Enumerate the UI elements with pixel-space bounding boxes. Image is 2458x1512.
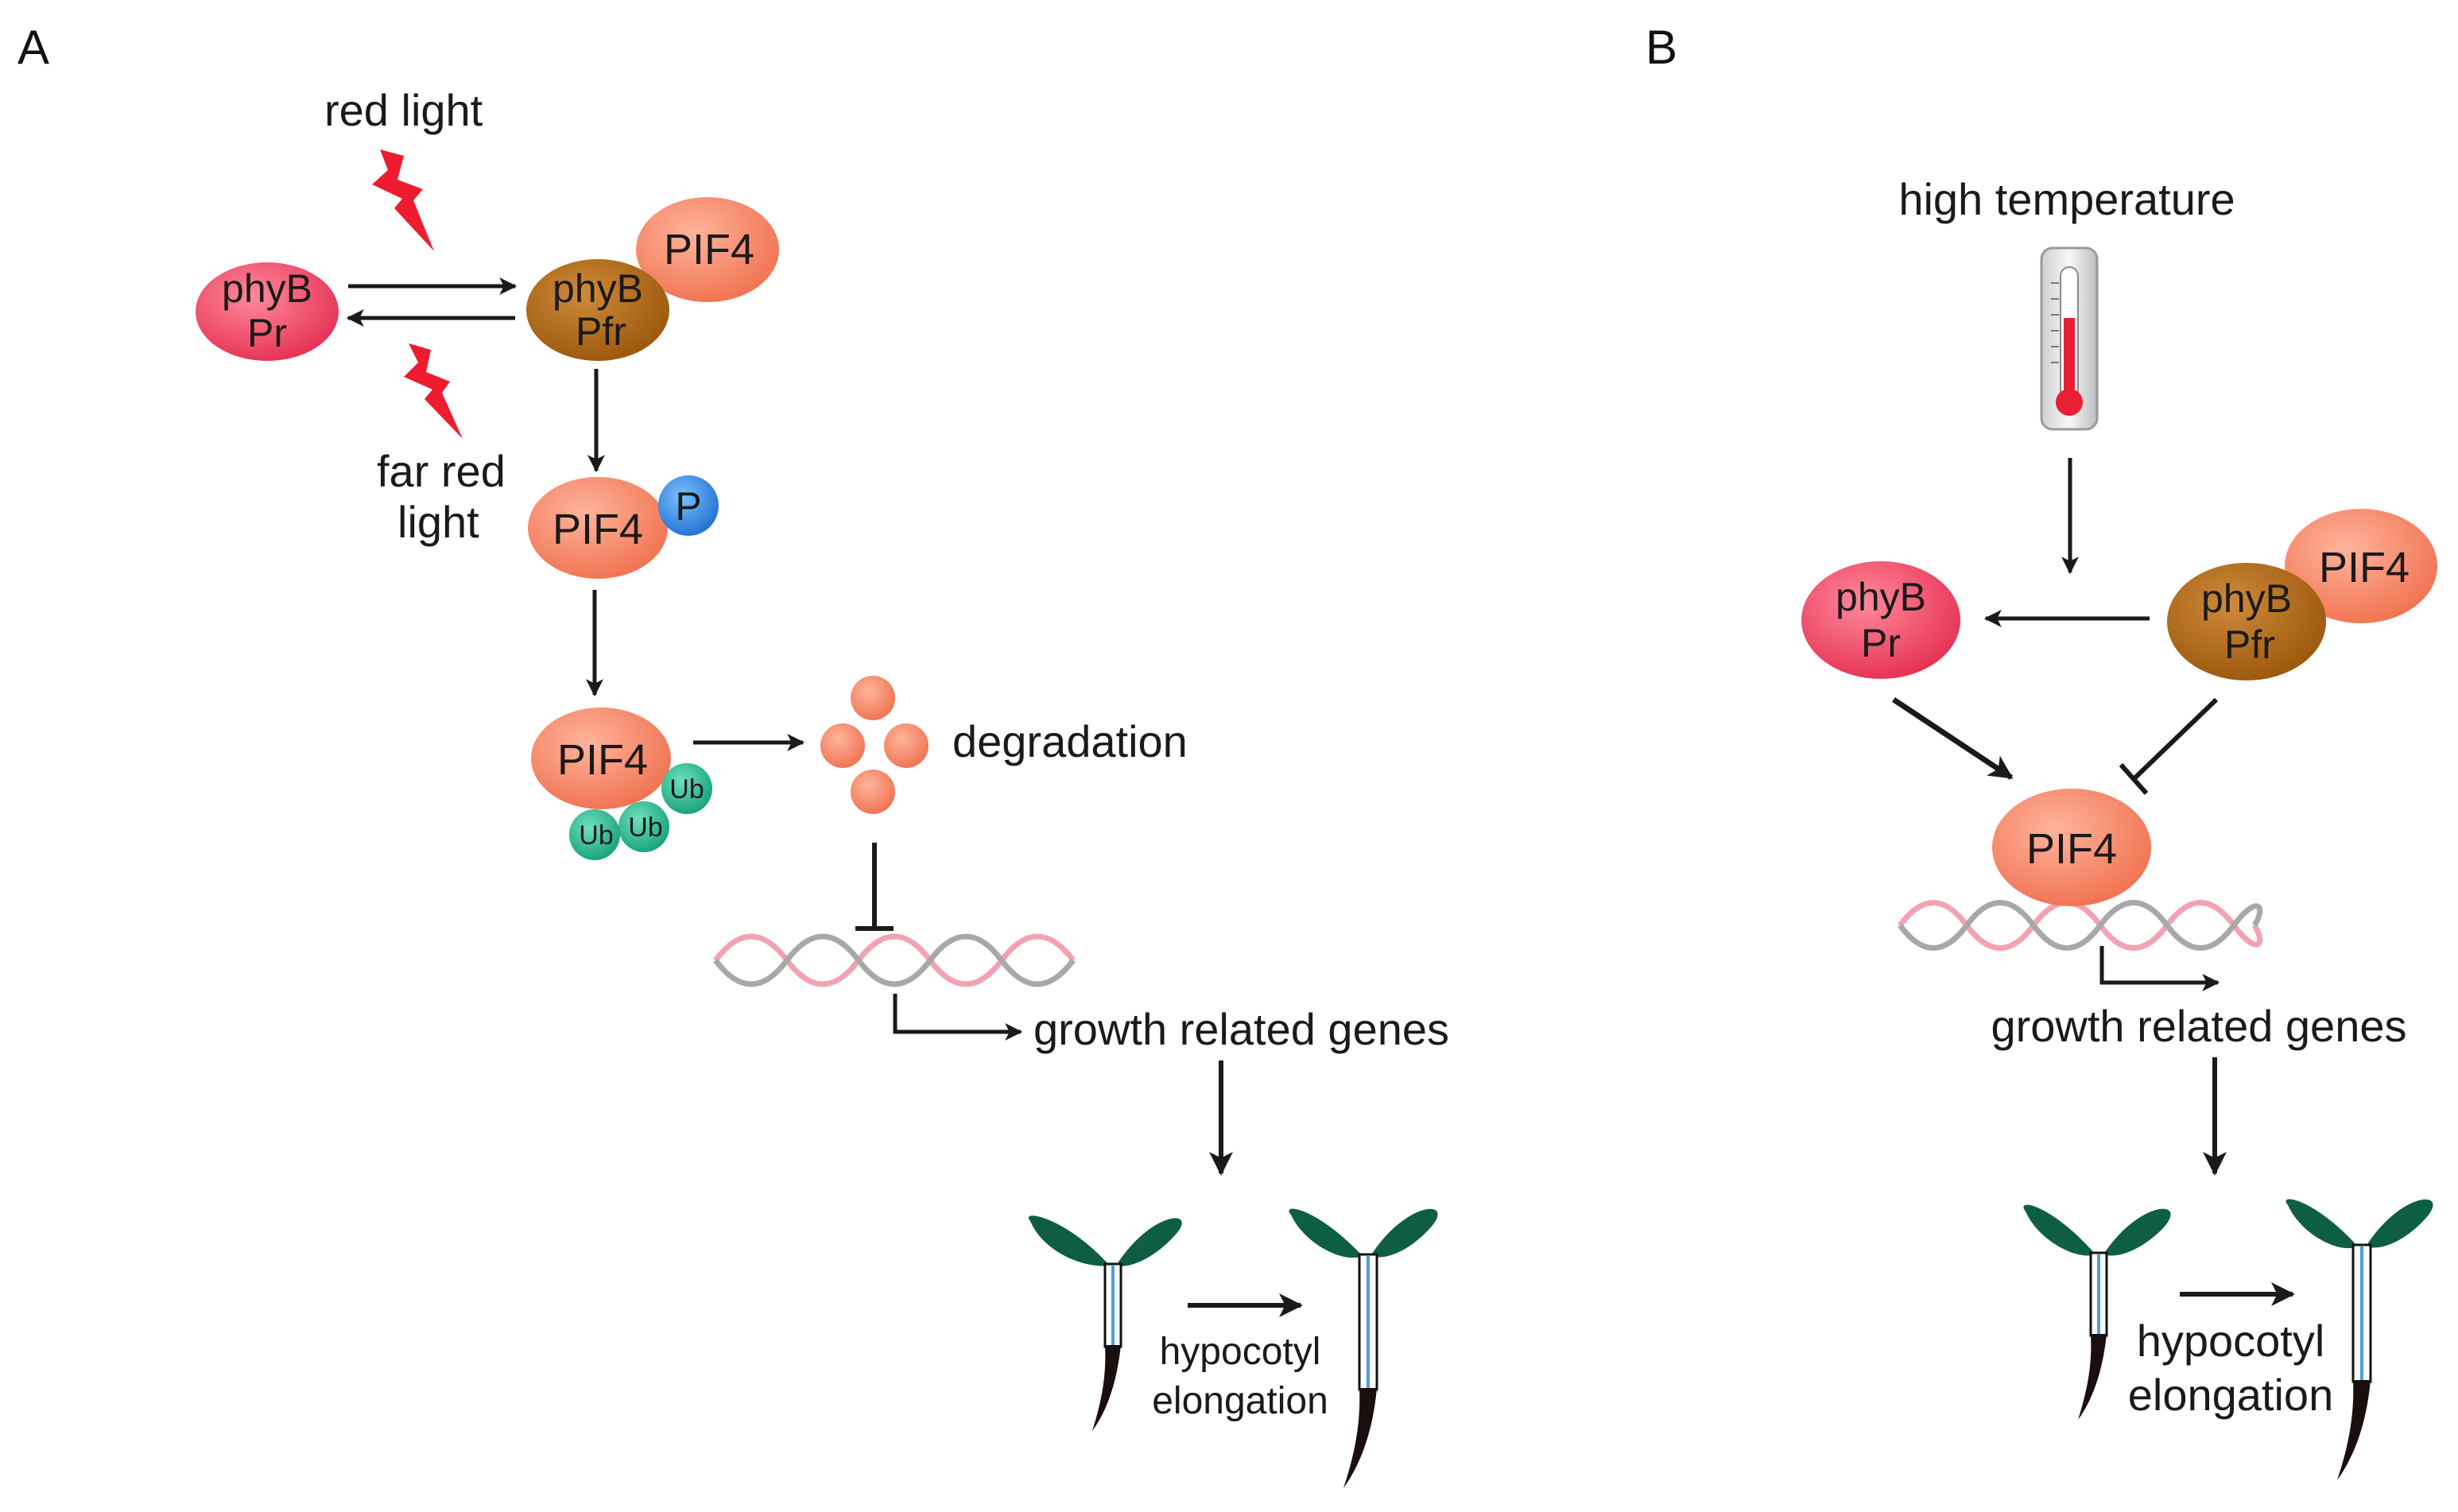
seedling-icon — [1289, 1208, 1438, 1488]
pfr-inhibits-pif4-line — [2119, 697, 2219, 795]
inhibition-line — [855, 843, 894, 931]
elongation-label: elongation — [2128, 1370, 2333, 1420]
elongation-label: elongation — [1152, 1380, 1328, 1422]
phyb-pfr-state: Pfr — [576, 309, 626, 354]
seedling-icon — [2023, 1204, 2171, 1420]
ubiquitin-label: Ub — [628, 812, 662, 843]
hypocotyl-label: hypocotyl — [2137, 1316, 2325, 1366]
ubiquitin-label: Ub — [579, 820, 613, 851]
pif4-label: PIF4 — [552, 506, 643, 553]
pif4-label: PIF4 — [2026, 825, 2117, 873]
high-temperature-label: high temperature — [1898, 174, 2235, 224]
dna-helix-icon — [1898, 900, 2263, 951]
phyb-pr-label: phyB — [222, 266, 312, 311]
seedling-icon — [1028, 1215, 1182, 1431]
phyb-pfr-node: phyB Pfr — [2167, 563, 2326, 680]
degradation-label: degradation — [952, 716, 1188, 766]
phyb-pfr-node: phyB Pfr — [526, 259, 669, 361]
lightning-bolt-icon — [372, 149, 434, 251]
pif4-ubiquitinated-node: PIF4 Ub Ub Ub — [531, 708, 712, 860]
growth-related-genes-label: growth related genes — [1033, 1004, 1449, 1054]
phyb-pr-node: phyB Pr — [1801, 561, 1960, 679]
pif4-label: PIF4 — [557, 736, 648, 784]
phyb-pfr-label: phyB — [552, 266, 643, 311]
phyb-pr-node: phyB Pr — [196, 262, 339, 361]
pif4-bound-node: PIF4 — [636, 197, 779, 302]
lightning-bolt-icon — [404, 343, 463, 439]
hypocotyl-label: hypocotyl — [1160, 1331, 1321, 1373]
far-red-light-label-line2: light — [397, 497, 479, 547]
thermometer-icon — [2040, 246, 2099, 431]
pif4-dna-bound-node: PIF4 — [1992, 789, 2151, 906]
pif4-phosphorylated-node: PIF4 P — [528, 475, 719, 579]
transcription-start-arrow — [2099, 946, 2220, 991]
phosphate-label: P — [675, 484, 701, 529]
dna-helix-icon — [713, 933, 1076, 987]
seedling-icon — [2285, 1199, 2433, 1480]
pif4-bound-node: PIF4 — [2285, 509, 2437, 623]
growth-related-genes-label: growth related genes — [1991, 1001, 2406, 1051]
phyb-pr-state: Pr — [247, 311, 287, 355]
panel-b-label: B — [1646, 21, 1677, 74]
panel-a-label: A — [17, 21, 49, 74]
ubiquitin-label: Ub — [669, 774, 704, 804]
degradation-fragments — [820, 676, 929, 814]
red-light-label: red light — [324, 85, 483, 135]
phyb-pfr-state: Pfr — [2224, 622, 2275, 667]
phyb-pr-state: Pr — [1861, 621, 1901, 665]
transcription-start-arrow — [893, 994, 1023, 1041]
pif4-label: PIF4 — [664, 226, 754, 273]
pif4-label: PIF4 — [2319, 544, 2410, 591]
phyb-pfr-label: phyB — [2201, 576, 2292, 621]
phyb-pr-label: phyB — [1836, 575, 1926, 619]
far-red-light-label: far red — [377, 446, 506, 496]
pr-activates-pif4-arrow — [1892, 697, 2014, 780]
